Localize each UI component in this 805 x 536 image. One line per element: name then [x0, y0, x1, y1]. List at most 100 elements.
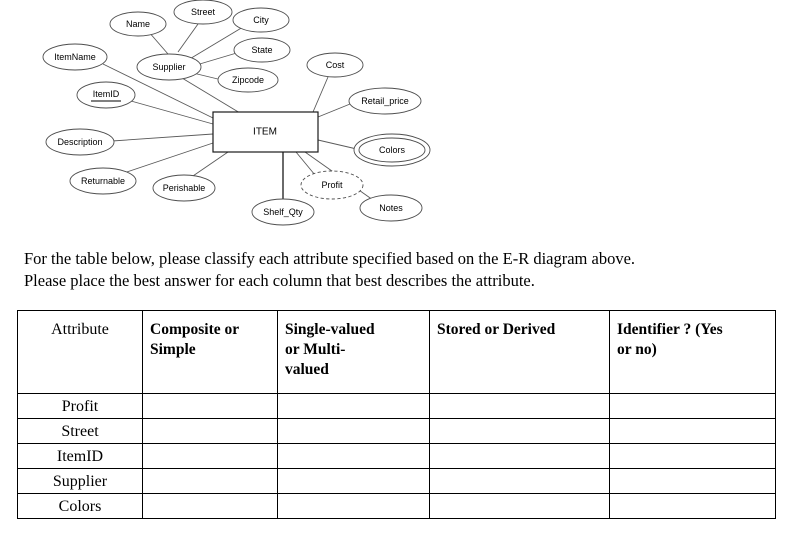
column-header-stored-or-derived: Stored or Derived: [429, 310, 610, 394]
attribute-colors-inner: [358, 137, 426, 163]
edge-supplier-city: [187, 26, 244, 61]
answer-cell-single[interactable]: [277, 468, 430, 494]
edge-supplier-street: [177, 23, 199, 53]
row-attribute-name: Street: [17, 418, 143, 444]
answer-cell-single[interactable]: [277, 493, 430, 519]
edge-item-returnable: [114, 142, 214, 177]
row-attribute-name: Supplier: [17, 468, 143, 494]
edge-supplier-zipcode: [192, 72, 223, 81]
attribute-street-label: Street: [191, 7, 216, 17]
attribute-description: [45, 128, 115, 156]
attribute-city: [232, 7, 290, 33]
attribute-notes: [359, 194, 423, 222]
edge-item-cost: [312, 76, 329, 113]
attribute-cost-label: Cost: [326, 60, 345, 70]
attribute-cost: [306, 52, 364, 78]
column-header-single-line-3: valued: [285, 361, 329, 378]
attribute-zipcode: [217, 67, 279, 93]
attribute-description-label: Description: [57, 137, 102, 147]
table-row: Profit: [17, 393, 776, 419]
answer-cell-identifier[interactable]: [609, 418, 776, 444]
column-header-single-line-1: Single-valued: [285, 321, 375, 338]
attribute-name: [109, 11, 167, 37]
edge-item-supplier: [181, 77, 241, 114]
answer-cell-single[interactable]: [277, 443, 430, 469]
answer-cell-identifier[interactable]: [609, 443, 776, 469]
attribute-name-label: Name: [126, 19, 150, 29]
attribute-shelf-qty-label: Shelf_Qty: [263, 207, 303, 217]
answer-cell-identifier[interactable]: [609, 468, 776, 494]
edge-item-itemname: [102, 63, 214, 119]
answer-cell-composite[interactable]: [142, 493, 278, 519]
answer-cell-stored[interactable]: [429, 393, 610, 419]
instructions-paragraph: For the table below, please classify eac…: [24, 248, 780, 292]
column-header-single-or-multi-valued: Single-valued or Multi- valued: [277, 310, 430, 394]
instructions-line-2: Please place the best answer for each co…: [24, 271, 535, 290]
column-header-identifier: Identifier ? (Yes or no): [609, 310, 776, 394]
column-header-identifier-line-1: Identifier ? (Yes: [617, 321, 723, 338]
column-header-attribute: Attribute: [17, 310, 143, 394]
answer-cell-composite[interactable]: [142, 393, 278, 419]
column-header-composite-line-1: Composite or: [150, 321, 240, 338]
column-header-attribute-text: Attribute: [51, 321, 109, 338]
attribute-itemname-label: ItemName: [54, 52, 96, 62]
attribute-profit: [300, 170, 364, 200]
er-diagram: ITEM Street Name City State Zipcode Supp…: [0, 0, 805, 238]
edge-item-profit: [295, 151, 316, 176]
entity-item-label: ITEM: [253, 127, 277, 138]
column-header-single-line-2: or Multi-: [285, 341, 346, 358]
attribute-profit-label: Profit: [321, 180, 343, 190]
attribute-shelf-qty: [251, 198, 315, 226]
answer-cell-composite[interactable]: [142, 468, 278, 494]
attribute-retail-price: [348, 87, 422, 115]
attribute-colors-label: Colors: [379, 145, 406, 155]
answer-cell-composite[interactable]: [142, 443, 278, 469]
answer-cell-stored[interactable]: [429, 443, 610, 469]
edge-supplier-state: [192, 51, 241, 67]
attribute-returnable: [69, 167, 137, 195]
edge-item-itemid: [130, 100, 214, 125]
answer-cell-stored[interactable]: [429, 418, 610, 444]
edge-item-description: [111, 133, 214, 142]
instructions-line-1: For the table below, please classify eac…: [24, 249, 636, 268]
attribute-retail-price-label: Retail_price: [361, 96, 409, 106]
attribute-zipcode-label: Zipcode: [232, 75, 264, 85]
attribute-itemname: [42, 43, 108, 71]
attribute-state: [233, 37, 291, 63]
table-body: Profit Street ItemID Supplier: [17, 393, 776, 519]
table-row: Colors: [17, 493, 776, 519]
attribute-state-label: State: [251, 45, 272, 55]
row-attribute-name: ItemID: [17, 443, 143, 469]
attribute-supplier: [136, 53, 202, 81]
attribute-city-label: City: [253, 15, 269, 25]
answer-cell-identifier[interactable]: [609, 393, 776, 419]
row-attribute-name: Colors: [17, 493, 143, 519]
answer-cell-stored[interactable]: [429, 468, 610, 494]
attribute-itemid: [76, 81, 136, 109]
edge-item-perishable: [189, 151, 229, 179]
table-row: Supplier: [17, 468, 776, 494]
attribute-perishable: [152, 174, 216, 202]
row-attribute-name: Profit: [17, 393, 143, 419]
column-header-identifier-line-2: or no): [617, 341, 657, 358]
column-header-composite-line-2: Simple: [150, 341, 196, 358]
table-header: Attribute Composite or Simple Single-val…: [17, 310, 776, 394]
answer-cell-composite[interactable]: [142, 418, 278, 444]
answer-cell-single[interactable]: [277, 418, 430, 444]
attribute-supplier-label: Supplier: [152, 62, 185, 72]
answer-cell-single[interactable]: [277, 393, 430, 419]
attribute-classification-table: Attribute Composite or Simple Single-val…: [17, 310, 776, 519]
attribute-returnable-label: Returnable: [81, 176, 125, 186]
attribute-street: [173, 0, 233, 25]
answer-cell-identifier[interactable]: [609, 493, 776, 519]
table-row: Street: [17, 418, 776, 444]
attribute-itemid-label: ItemID: [93, 89, 120, 99]
attribute-perishable-label: Perishable: [163, 183, 206, 193]
entity-item: [212, 111, 319, 153]
attribute-notes-label: Notes: [379, 203, 403, 213]
table-row: ItemID: [17, 443, 776, 469]
edge-item-retailprice: [317, 101, 356, 118]
column-header-stored-line-1: Stored or Derived: [437, 321, 556, 338]
answer-cell-stored[interactable]: [429, 493, 610, 519]
column-header-composite-or-simple: Composite or Simple: [142, 310, 278, 394]
